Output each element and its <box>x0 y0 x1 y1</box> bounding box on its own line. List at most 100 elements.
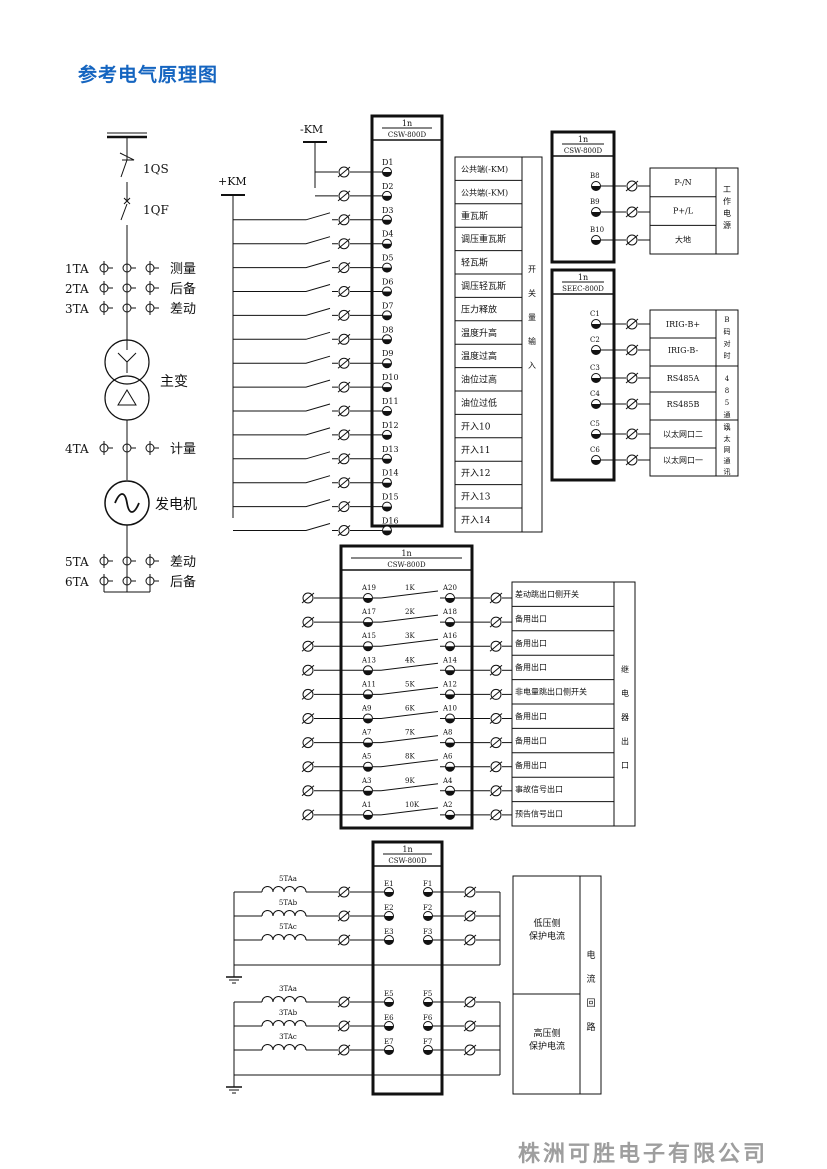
terminal-slash <box>463 1044 477 1056</box>
ct-coil-5tab <box>261 910 307 917</box>
terminal-slash <box>337 238 351 250</box>
binary-label-10: 油位过高 <box>461 374 497 386</box>
current-high-label-b: 保护电流 <box>529 1040 565 1052</box>
terminal-a4: A4 <box>442 777 453 785</box>
terminal-slash <box>463 910 477 922</box>
ct-2ta-symbol <box>99 281 113 295</box>
vertical-label-char: 继 <box>621 664 629 674</box>
ct-1ta-name: 1TA <box>65 262 89 276</box>
ct-coil-3tab <box>261 1020 307 1027</box>
binary-label-14: 开入12 <box>461 468 490 479</box>
current-header <box>372 841 443 867</box>
pin-fill <box>591 186 601 191</box>
terminal-slash <box>625 372 639 384</box>
relay-slot: 1n <box>401 549 411 558</box>
ct-2ta-symbol <box>145 281 159 295</box>
relay-7k: 7K <box>405 729 415 737</box>
ct-5ta-symbol <box>145 554 159 568</box>
terminal-a5: A5 <box>361 753 372 761</box>
pin-fill <box>384 916 394 921</box>
terminal-b8: B8 <box>590 172 600 180</box>
terminal-slash <box>337 214 351 226</box>
relay-contact-4k <box>373 662 446 671</box>
pin-fill <box>363 742 373 748</box>
ct-4ta-symbol <box>145 441 159 455</box>
vertical-label-char: 出 <box>621 736 629 746</box>
contact-d6 <box>298 284 338 292</box>
pin-fill <box>384 1002 394 1007</box>
contact-d10 <box>298 379 338 388</box>
binary-label-12: 开入10 <box>461 421 491 432</box>
ct-2ta-purpose: 后备 <box>170 281 196 297</box>
terminal-slash <box>337 310 351 321</box>
label-km-pos: +KM <box>218 175 247 188</box>
pin-fill <box>384 940 394 945</box>
terminal-slash <box>301 592 315 604</box>
terminal-slash <box>301 689 315 700</box>
comm-model: SEEC-800D <box>562 285 604 293</box>
pin-fill <box>363 670 373 675</box>
terminal-a8: A8 <box>442 729 453 737</box>
terminal-slash <box>337 429 351 441</box>
vertical-label-char: 5 <box>725 399 729 407</box>
terminal-slash <box>625 206 639 218</box>
power-header <box>551 131 615 157</box>
pin-fill <box>382 339 392 344</box>
pin-fill <box>382 172 392 177</box>
comm-table <box>649 309 739 477</box>
pin-fill <box>423 916 433 921</box>
pin-fill <box>384 1026 394 1031</box>
pin-fill <box>445 766 455 772</box>
pin-fill <box>445 814 455 820</box>
terminal-slash <box>463 996 477 1008</box>
pin-fill <box>363 718 373 723</box>
ct-3ta-symbol <box>122 301 136 315</box>
terminal-slash <box>301 761 315 773</box>
ct-coil-5tac <box>261 934 307 941</box>
ct-coil-3tac <box>261 1044 307 1051</box>
vertical-label-char: 工 <box>723 185 731 194</box>
vertical-label-char: 路 <box>586 1021 595 1033</box>
terminal-slash <box>337 286 351 297</box>
ct-5ta-purpose: 差动 <box>170 555 196 570</box>
label-1qs: 1QS <box>143 162 169 176</box>
pin-fill <box>382 482 392 488</box>
vertical-label-char: 器 <box>621 713 629 722</box>
vertical-label-char: 源 <box>723 221 731 230</box>
pin-fill <box>423 1002 433 1007</box>
vertical-label-char: B <box>724 316 729 324</box>
terminal-slash <box>625 428 639 440</box>
pin-fill <box>423 940 433 945</box>
terminal-slash <box>625 180 639 192</box>
ct-label-3tab: 3TAb <box>279 1009 298 1017</box>
relay-8k: 8K <box>405 753 415 761</box>
transformer-winding-upper <box>104 339 150 385</box>
ct-1ta-symbol <box>145 261 159 275</box>
terminal-d13: D13 <box>382 445 399 454</box>
ct-3ta-name: 3TA <box>65 302 89 316</box>
terminal-d12: D12 <box>382 421 399 430</box>
terminal-slash <box>337 501 351 512</box>
pin-fill <box>363 622 373 627</box>
terminal-slash <box>337 405 351 417</box>
relay-10k: 10K <box>405 801 420 809</box>
pin-fill <box>363 790 373 796</box>
relay-contact-3k <box>373 638 446 647</box>
relay-label-5: 非电量跳出口侧开关 <box>515 687 587 697</box>
terminal-a16: A16 <box>442 632 458 640</box>
ct-2ta-symbol <box>122 281 136 295</box>
terminal-d1: D1 <box>382 158 394 167</box>
pin-fill <box>423 1026 433 1031</box>
relay-contact-2k <box>373 614 446 623</box>
pin-fill <box>363 694 373 699</box>
pin-fill <box>591 460 601 465</box>
ct-6ta-symbol <box>145 574 159 588</box>
pin-fill <box>445 718 455 723</box>
comm-header <box>551 269 615 295</box>
terminal-e3: E3 <box>384 928 394 936</box>
pin-fill <box>363 766 373 772</box>
relay-header <box>340 545 473 571</box>
terminal-slash <box>337 910 351 922</box>
